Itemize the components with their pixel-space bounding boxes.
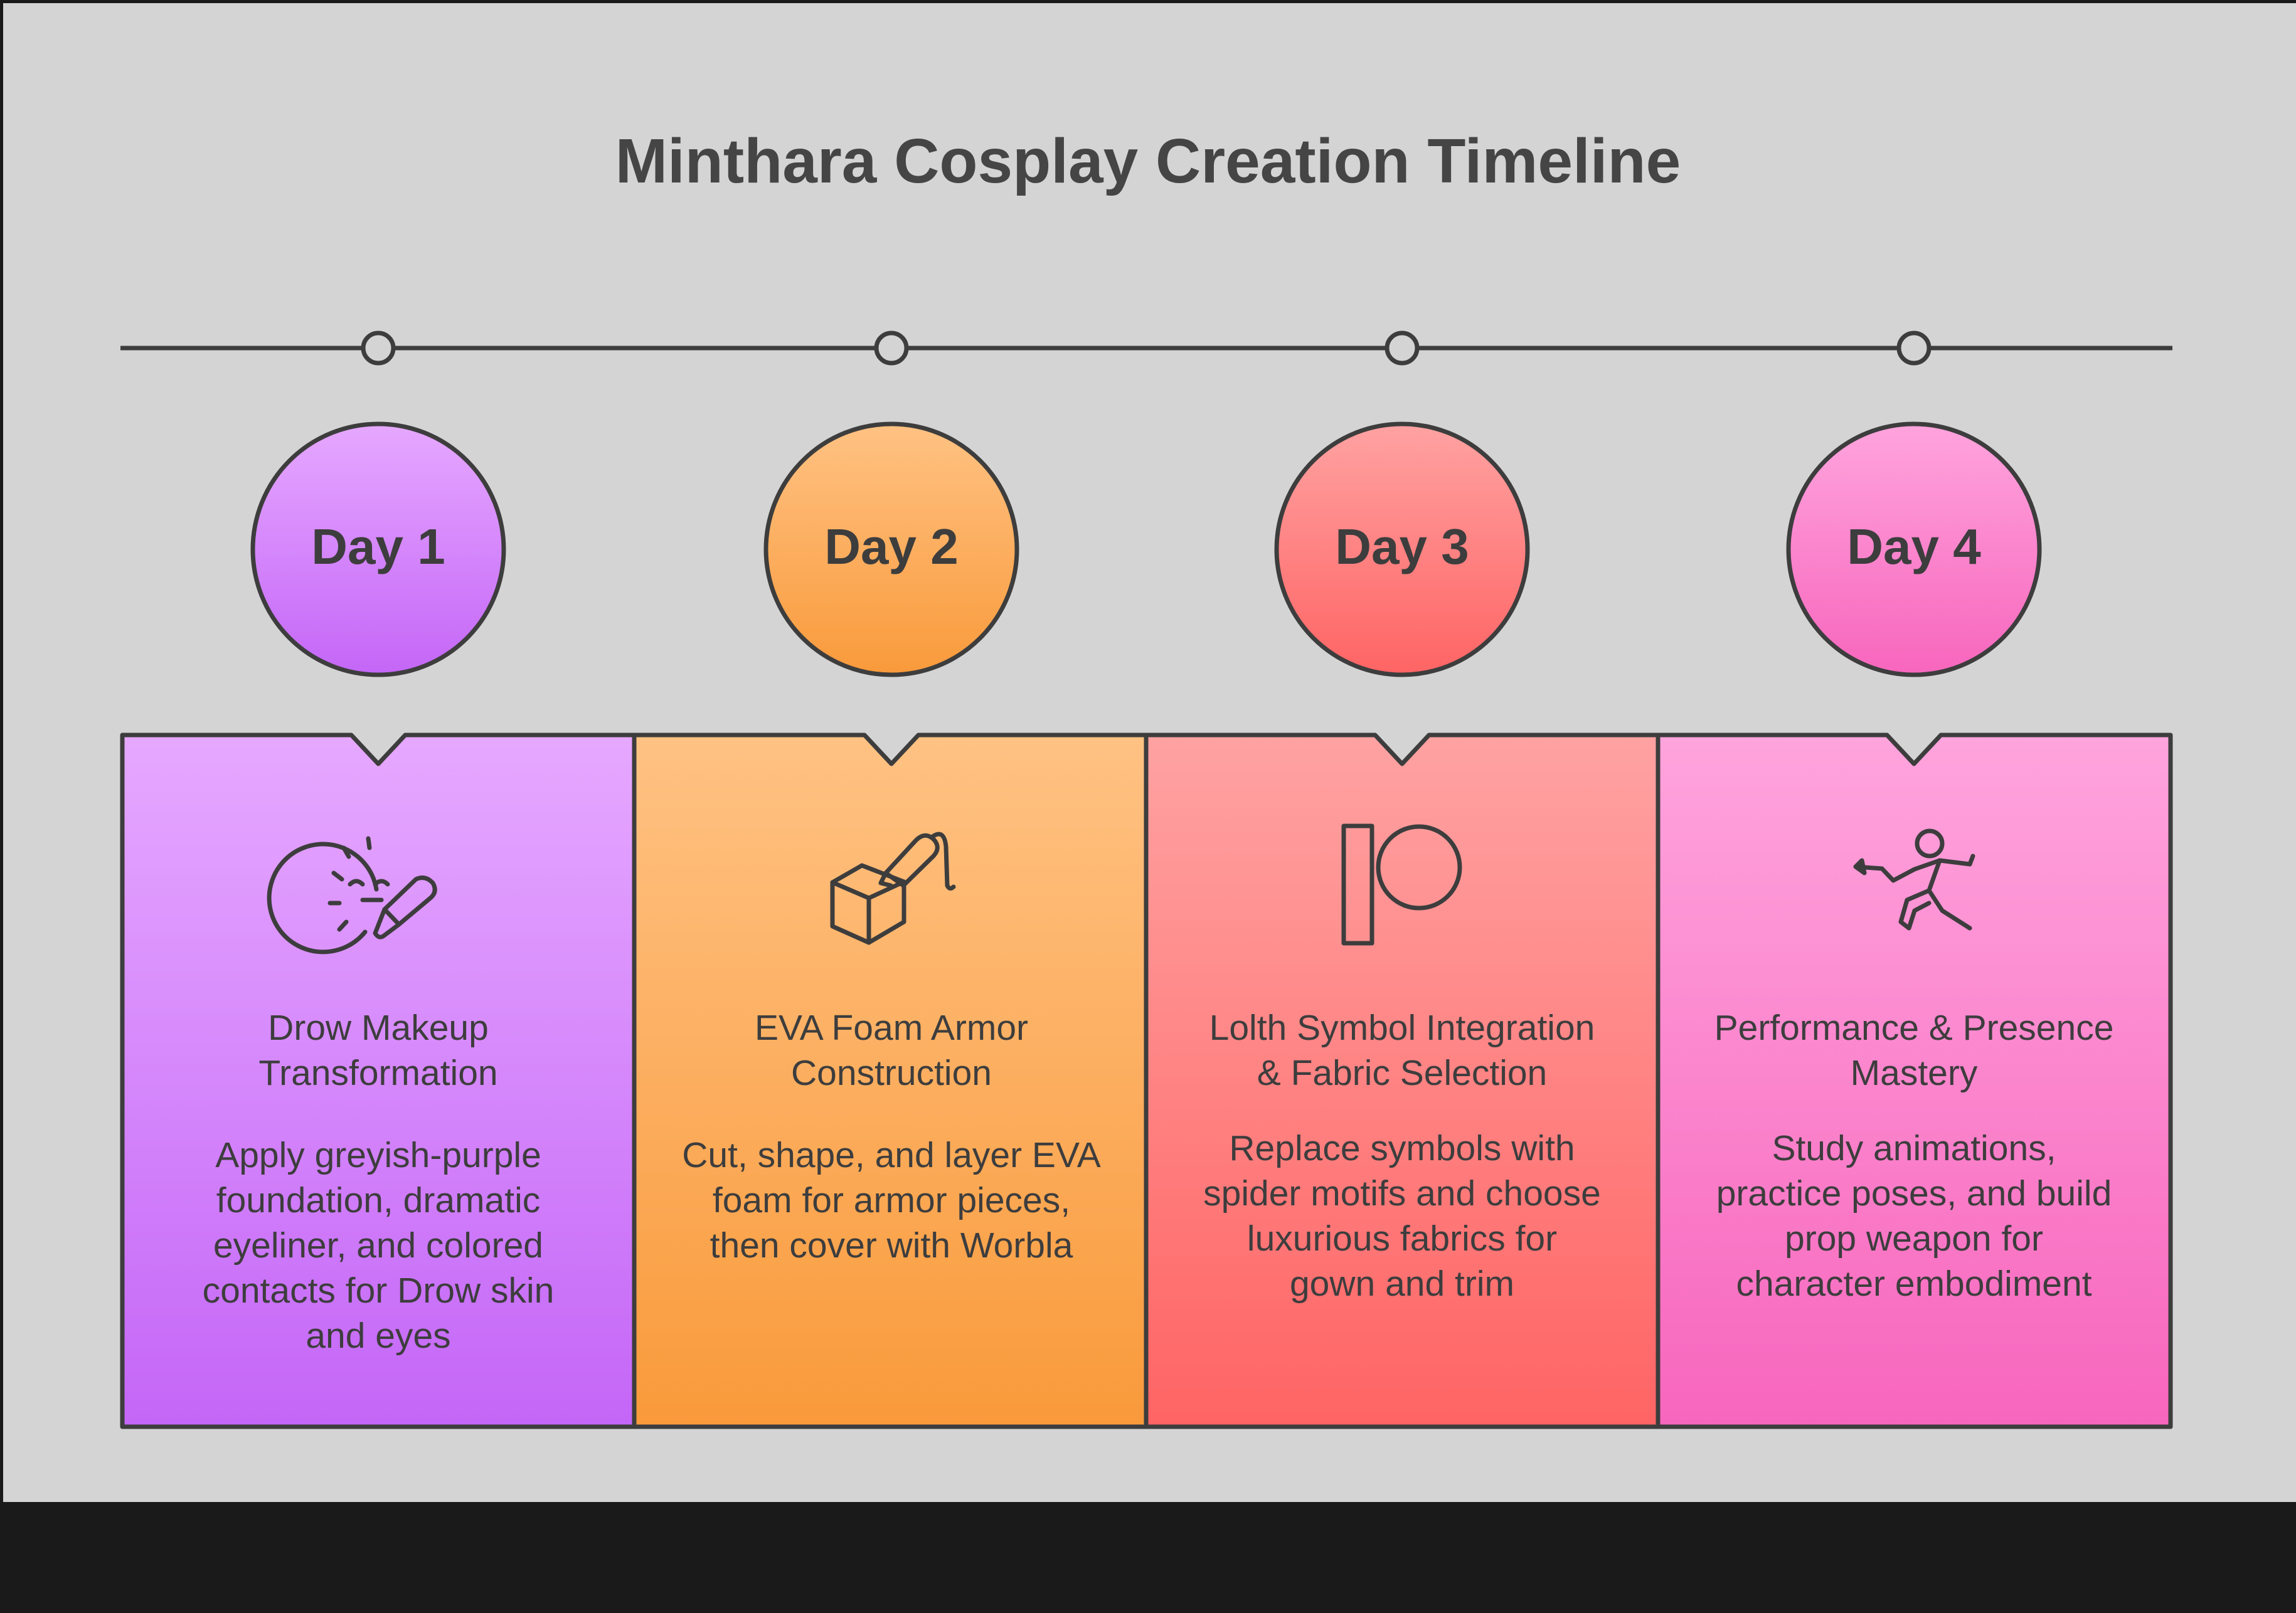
timeline-marker-4 bbox=[1896, 331, 1932, 366]
step-heading-1-line-2: Transformation bbox=[258, 1053, 498, 1093]
step-heading-4-line-1: Performance & Presence bbox=[1714, 1008, 2114, 1048]
step-description-3-line-2: spider motifs and choose bbox=[1203, 1173, 1601, 1214]
step-heading-3-line-2: & Fabric Selection bbox=[1257, 1053, 1548, 1093]
step-description-2: Cut, shape, and layer EVA foam for armor… bbox=[653, 1133, 1130, 1268]
patreon-symbol-icon bbox=[1341, 823, 1462, 946]
step-panel-4 bbox=[1656, 732, 2173, 1429]
timeline-marker-2 bbox=[874, 331, 909, 366]
step-description-4-line-1: Study animations, bbox=[1772, 1128, 2056, 1168]
step-description-3: Replace symbols with spider motifs and c… bbox=[1164, 1126, 1640, 1306]
day-circle-2 bbox=[763, 421, 1019, 677]
step-description-4-line-2: practice poses, and build bbox=[1716, 1173, 2112, 1214]
step-heading-2-line-2: Construction bbox=[791, 1053, 992, 1093]
step-description-1-line-3: eyeliner, and colored bbox=[213, 1225, 544, 1266]
step-heading-4-line-2: Mastery bbox=[1850, 1053, 1978, 1093]
foam-cutting-tool-icon bbox=[830, 832, 956, 945]
day-label-2: Day 2 bbox=[824, 519, 959, 574]
fencer-pose-icon bbox=[1853, 828, 1975, 931]
day-label-1: Day 1 bbox=[311, 519, 445, 574]
step-panel-2 bbox=[632, 732, 1149, 1429]
step-heading-4: Performance & Presence Mastery bbox=[1676, 1005, 2152, 1096]
page-title: Minthara Cosplay Creation Timeline bbox=[615, 126, 1681, 196]
step-heading-1: Drow Makeup Transformation bbox=[140, 1005, 617, 1096]
step-heading-3: Lolth Symbol Integration & Fabric Select… bbox=[1164, 1005, 1640, 1096]
step-description-1-line-5: and eyes bbox=[306, 1316, 451, 1356]
step-heading-2-line-1: EVA Foam Armor bbox=[754, 1008, 1029, 1048]
step-description-1: Apply greyish-purple foundation, dramati… bbox=[140, 1133, 617, 1358]
step-heading-1-line-1: Drow Makeup bbox=[268, 1008, 489, 1048]
timeline-marker-1 bbox=[361, 331, 396, 366]
step-description-2-line-3: then cover with Worbla bbox=[710, 1225, 1073, 1266]
step-description-4-line-4: character embodiment bbox=[1736, 1264, 2092, 1304]
step-description-2-line-2: foam for armor pieces, bbox=[712, 1180, 1071, 1220]
step-description-4-line-3: prop weapon for bbox=[1785, 1219, 2043, 1259]
step-description-3-line-3: luxurious fabrics for bbox=[1246, 1219, 1558, 1259]
day-circle-3 bbox=[1274, 421, 1530, 677]
timeline-marker-3 bbox=[1385, 331, 1420, 366]
step-description-3-line-1: Replace symbols with bbox=[1229, 1128, 1575, 1168]
day-label-3: Day 3 bbox=[1335, 519, 1469, 574]
step-description-2-line-1: Cut, shape, and layer EVA bbox=[682, 1135, 1101, 1175]
step-description-3-line-4: gown and trim bbox=[1289, 1264, 1514, 1304]
day-label-4: Day 4 bbox=[1847, 519, 1981, 574]
day-circle-4 bbox=[1786, 421, 2042, 677]
day-circle-1 bbox=[250, 421, 506, 677]
step-description-1-line-4: contacts for Drow skin bbox=[202, 1271, 555, 1311]
makeup-face-brush-icon bbox=[267, 836, 437, 955]
step-description-1-line-2: foundation, dramatic bbox=[216, 1180, 541, 1220]
step-description-4: Study animations, practice poses, and bu… bbox=[1676, 1126, 2152, 1306]
step-heading-3-line-1: Lolth Symbol Integration bbox=[1209, 1008, 1595, 1048]
step-panel-1 bbox=[120, 732, 637, 1429]
bottom-band bbox=[0, 1502, 2296, 1613]
step-description-1-line-1: Apply greyish-purple bbox=[215, 1135, 541, 1175]
step-heading-2: EVA Foam Armor Construction bbox=[653, 1005, 1130, 1096]
step-panel-3 bbox=[1144, 732, 1661, 1429]
